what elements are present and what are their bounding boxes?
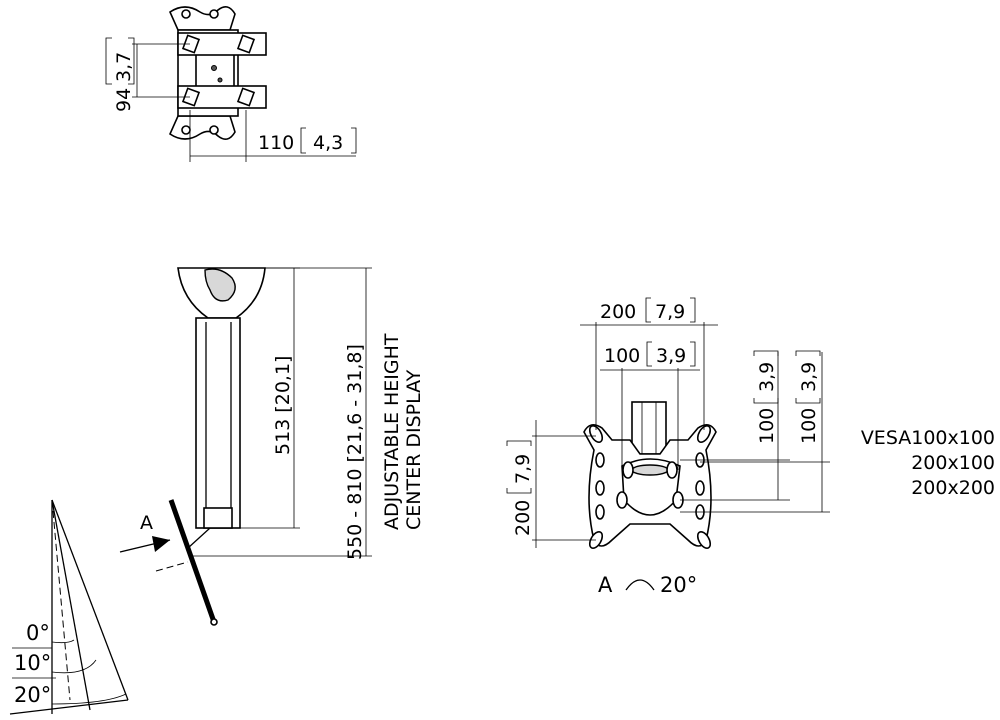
slot bbox=[588, 425, 604, 443]
bracket bbox=[351, 127, 357, 154]
rotation-angle: 20° bbox=[660, 573, 697, 597]
note-center-display: CENTER DISPLAY bbox=[403, 369, 425, 530]
tilt-line-20 bbox=[51, 499, 129, 701]
dim-94-in: 3,7 bbox=[113, 52, 135, 82]
bracket-top bbox=[631, 464, 669, 476]
bracket bbox=[690, 297, 696, 323]
slot bbox=[181, 87, 201, 107]
dim-110-in: 4,3 bbox=[313, 132, 343, 154]
hole bbox=[181, 9, 191, 19]
tilt-line-10 bbox=[51, 499, 91, 711]
bracket bbox=[300, 127, 306, 154]
slot bbox=[695, 480, 705, 496]
dim-left-in: 7,9 bbox=[512, 454, 534, 484]
display-plate bbox=[168, 499, 217, 623]
slot bbox=[595, 480, 605, 496]
dim-550-810: 550 - 810 [21,6 - 31,8] bbox=[344, 344, 366, 560]
column bbox=[195, 317, 241, 529]
dim-vert-b-mm: 100 bbox=[798, 408, 820, 444]
tilt-0: 0° bbox=[26, 621, 50, 645]
dim-200-in: 7,9 bbox=[655, 301, 685, 323]
slot bbox=[236, 34, 256, 54]
dim-100-in: 3,9 bbox=[656, 345, 686, 367]
front-view: 200 7,9 100 3,9 100 3,9 100 3,9 200 7,9 bbox=[506, 297, 995, 597]
cable-clamp bbox=[204, 268, 236, 302]
front-column bbox=[631, 401, 667, 455]
dim-94-mm: 94 bbox=[113, 88, 135, 112]
slot bbox=[595, 504, 605, 520]
view-marker-a: A bbox=[140, 512, 153, 534]
top-view: 94 3,7 110 4,3 bbox=[105, 6, 357, 162]
vesa-100x100: VESA100x100 bbox=[861, 427, 995, 449]
side-view: A 513 [20,1] 550 - 810 [21,6 - 31,8] ADJ… bbox=[119, 267, 425, 626]
bracket bbox=[795, 350, 821, 356]
vesa-200x200: 200x200 bbox=[911, 477, 995, 499]
top-plate-lower bbox=[168, 115, 236, 140]
tilt-arc-medium bbox=[51, 659, 97, 674]
bracket bbox=[105, 37, 112, 85]
slot bbox=[616, 491, 628, 509]
dim-vert-a-mm: 100 bbox=[756, 408, 778, 444]
slot bbox=[236, 87, 256, 107]
tilt-dash bbox=[51, 499, 71, 701]
center-dash bbox=[155, 561, 189, 572]
arrow-head bbox=[152, 536, 170, 552]
hole bbox=[209, 125, 219, 135]
dim-110-mm: 110 bbox=[258, 132, 294, 154]
slot bbox=[666, 461, 678, 479]
bracket bbox=[690, 341, 696, 367]
slot bbox=[696, 531, 712, 549]
slot bbox=[181, 34, 201, 54]
tilt-10: 10° bbox=[14, 651, 51, 675]
mount-arm bbox=[187, 527, 211, 549]
dim-vert-a-in: 3,9 bbox=[756, 362, 778, 392]
dim-left-mm: 200 bbox=[512, 500, 534, 536]
bracket bbox=[506, 488, 532, 494]
tilt-20: 20° bbox=[14, 683, 51, 707]
dim-513: 513 [20,1] bbox=[272, 356, 294, 455]
top-plate-upper bbox=[168, 6, 236, 31]
bracket bbox=[753, 398, 779, 404]
hole bbox=[209, 9, 219, 19]
slot bbox=[696, 425, 712, 443]
rotation-arc-icon bbox=[625, 579, 655, 591]
bracket bbox=[506, 440, 532, 446]
bracket bbox=[646, 341, 652, 367]
vesa-200x100: 200x100 bbox=[911, 452, 995, 474]
hole bbox=[211, 65, 217, 71]
bracket bbox=[645, 297, 651, 323]
column-foot bbox=[203, 507, 233, 529]
tilt-diagram: 0° 10° 20° bbox=[9, 499, 129, 715]
tilt-arc-large bbox=[51, 693, 127, 705]
bracket bbox=[753, 350, 779, 356]
dim-vert-b-in: 3,9 bbox=[798, 362, 820, 392]
hole bbox=[217, 77, 223, 83]
dim-100-mm: 100 bbox=[604, 345, 640, 367]
bracket bbox=[128, 37, 135, 85]
plate-end bbox=[210, 618, 218, 626]
tilt-arc bbox=[9, 699, 129, 715]
slot bbox=[595, 452, 605, 468]
slot bbox=[622, 461, 634, 479]
note-adjustable-height: ADJUSTABLE HEIGHT bbox=[381, 333, 403, 530]
dim-200-mm: 200 bbox=[600, 301, 636, 323]
tilt-arc-small bbox=[51, 639, 75, 644]
hole bbox=[181, 125, 191, 135]
rotation-label-a: A bbox=[598, 573, 613, 597]
bracket bbox=[795, 398, 821, 404]
